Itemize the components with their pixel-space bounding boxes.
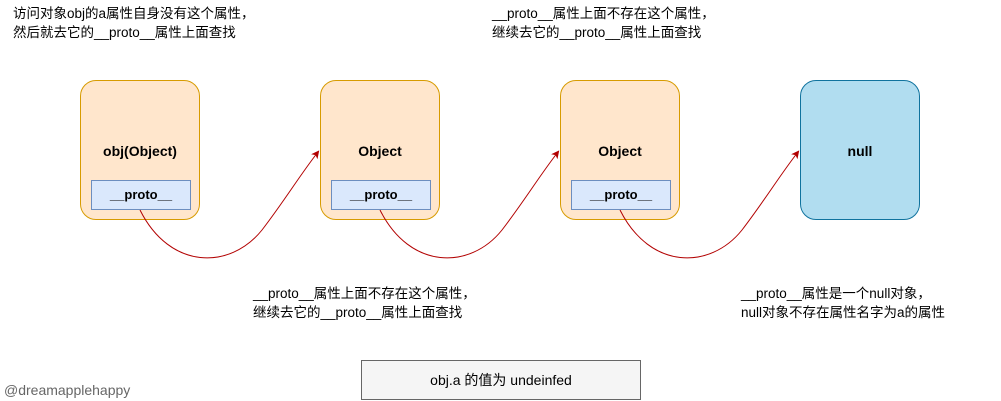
node-object-2[interactable]: Object __proto__	[560, 80, 680, 220]
node-obj[interactable]: obj(Object) __proto__	[80, 80, 200, 220]
note-bottom-right: __proto__属性是一个null对象， null对象不存在属性名字为a的属性	[741, 284, 945, 322]
note-line: __proto__属性上面不存在这个属性，	[253, 286, 476, 301]
watermark: @dreamapplehappy	[4, 382, 131, 398]
proto-box[interactable]: __proto__	[571, 180, 671, 210]
note-line: 然后就去它的__proto__属性上面查找	[13, 25, 236, 40]
node-title: null	[847, 143, 873, 159]
note-bottom-left: __proto__属性上面不存在这个属性， 继续去它的__proto__属性上面…	[253, 284, 476, 322]
proto-box[interactable]: __proto__	[91, 180, 191, 210]
note-line: 访问对象obj的a属性自身没有这个属性，	[13, 6, 255, 21]
note-line: null对象不存在属性名字为a的属性	[741, 305, 946, 320]
proto-box[interactable]: __proto__	[331, 180, 431, 210]
note-line: __proto__属性是一个null对象，	[741, 286, 931, 301]
node-title: obj(Object)	[103, 143, 177, 159]
arrow-3	[619, 150, 800, 259]
arrow-1	[139, 150, 320, 259]
node-null[interactable]: null	[800, 80, 920, 220]
result-box: obj.a 的值为 undeinfed	[361, 360, 641, 400]
note-top-left: 访问对象obj的a属性自身没有这个属性， 然后就去它的__proto__属性上面…	[13, 4, 255, 42]
note-line: __proto__属性上面不存在这个属性，	[492, 6, 715, 21]
arrow-2	[379, 150, 560, 259]
note-line: 继续去它的__proto__属性上面查找	[253, 305, 463, 320]
node-title: Object	[358, 143, 402, 159]
node-title: Object	[598, 143, 642, 159]
node-object-1[interactable]: Object __proto__	[320, 80, 440, 220]
note-line: 继续去它的__proto__属性上面查找	[492, 25, 702, 40]
note-top-middle: __proto__属性上面不存在这个属性， 继续去它的__proto__属性上面…	[492, 4, 715, 42]
